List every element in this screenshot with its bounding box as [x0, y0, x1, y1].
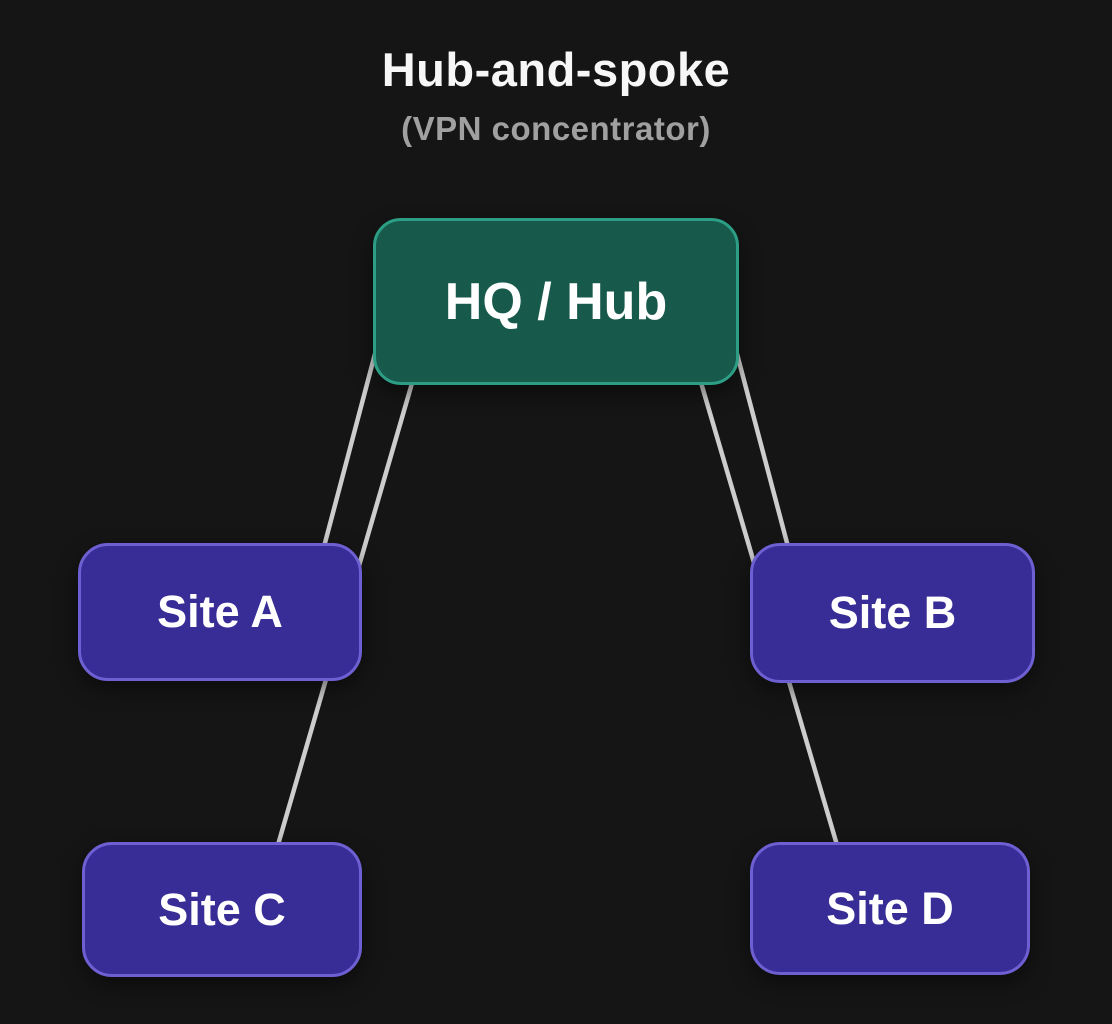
- diagram-subtitle: (VPN concentrator): [401, 110, 711, 147]
- node-site-a: Site A: [78, 543, 362, 681]
- node-site-b: Site B: [750, 543, 1035, 683]
- node-site-d-label: Site D: [826, 882, 954, 934]
- vpn-link-hq-hub-site-b: [729, 332, 794, 561]
- node-site-c-label: Site C: [158, 883, 286, 935]
- vpn-link-hq-hub-site-a: [318, 332, 383, 561]
- node-site-b-label: Site B: [828, 587, 957, 638]
- node-hq-hub: HQ / Hub: [373, 218, 739, 385]
- node-site-d: Site D: [750, 842, 1030, 975]
- node-site-c: Site C: [82, 842, 362, 977]
- diagram-title: Hub-and-spoke: [381, 43, 731, 96]
- node-hq-hub-label: HQ / Hub: [444, 272, 668, 331]
- node-site-a-label: Site A: [157, 586, 283, 637]
